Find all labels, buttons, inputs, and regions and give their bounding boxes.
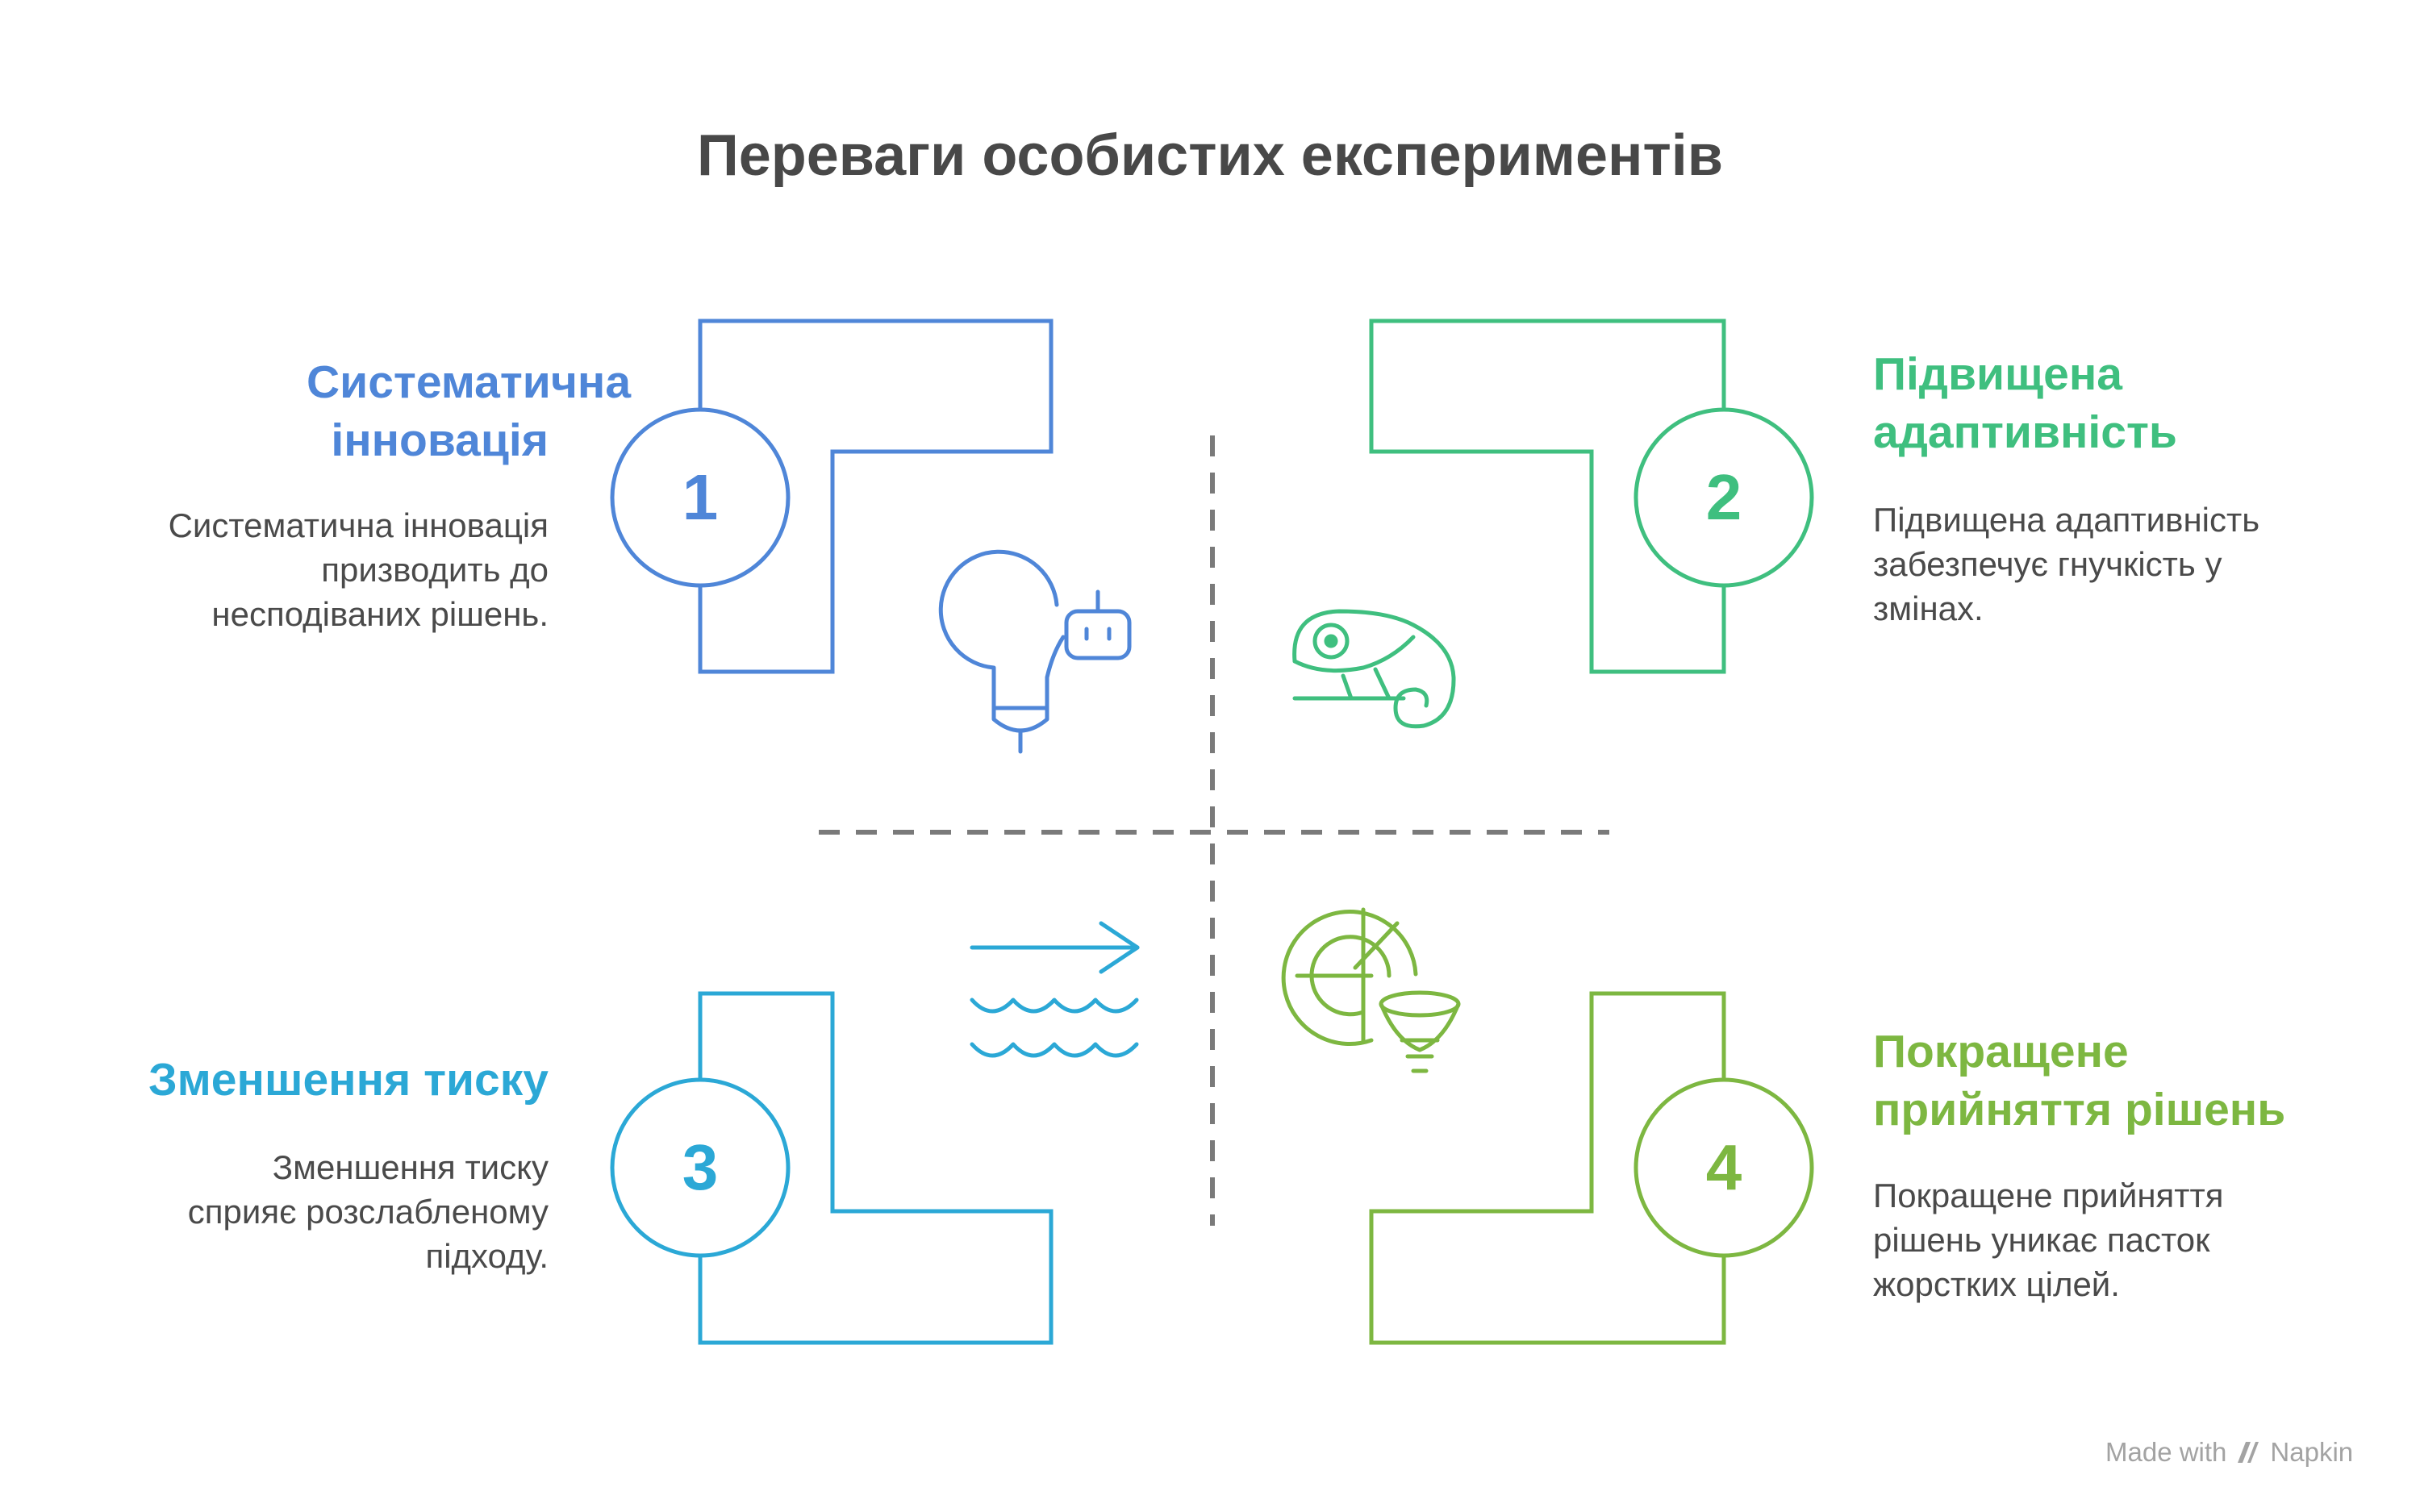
made-with-napkin-footer[interactable]: Made with Napkin bbox=[2105, 1437, 2353, 1468]
item-1-description: Систематична інновація призводить до нес… bbox=[168, 506, 549, 633]
item-3-description: Зменшення тиску сприяє розслабленому під… bbox=[187, 1148, 549, 1275]
number-circle-1 bbox=[610, 407, 791, 588]
item-2-heading: Підвищена адаптивність bbox=[1873, 348, 2177, 458]
chameleon-icon bbox=[1292, 609, 1456, 729]
number-circle-3 bbox=[610, 1077, 791, 1258]
radar-funnel-icon bbox=[1281, 907, 1461, 1073]
page-title: Переваги особистих експериментів bbox=[696, 123, 1724, 188]
number-1: 1 bbox=[682, 461, 719, 533]
l-shape-4 bbox=[1369, 991, 1726, 1345]
l-shape-2 bbox=[1369, 319, 1726, 674]
number-4: 4 bbox=[1706, 1131, 1742, 1203]
made-with-text: Made with bbox=[2105, 1437, 2227, 1467]
item-4-heading: Покращене прийняття рішень bbox=[1873, 1026, 2286, 1135]
l-shape-3 bbox=[698, 991, 1054, 1345]
number-circle-2 bbox=[1634, 407, 1814, 588]
item-4-description: Покращене прийняття рішень уникає пасток… bbox=[1873, 1177, 2224, 1303]
lightbulb-robot-icon bbox=[938, 549, 1132, 754]
number-3: 3 bbox=[682, 1131, 719, 1203]
napkin-brand-text: Napkin bbox=[2270, 1437, 2354, 1467]
item-2-description: Підвищена адаптивність забезпечує гнучкі… bbox=[1873, 501, 2260, 627]
napkin-logo-icon bbox=[2238, 1442, 2259, 1463]
l-shape-1 bbox=[698, 319, 1054, 674]
number-circle-4 bbox=[1634, 1077, 1814, 1258]
item-1-heading: Систематична інновація bbox=[307, 356, 632, 466]
number-2: 2 bbox=[1706, 461, 1742, 533]
flow-waves-icon bbox=[970, 921, 1140, 1058]
item-3-heading: Зменшення тиску bbox=[148, 1054, 549, 1106]
